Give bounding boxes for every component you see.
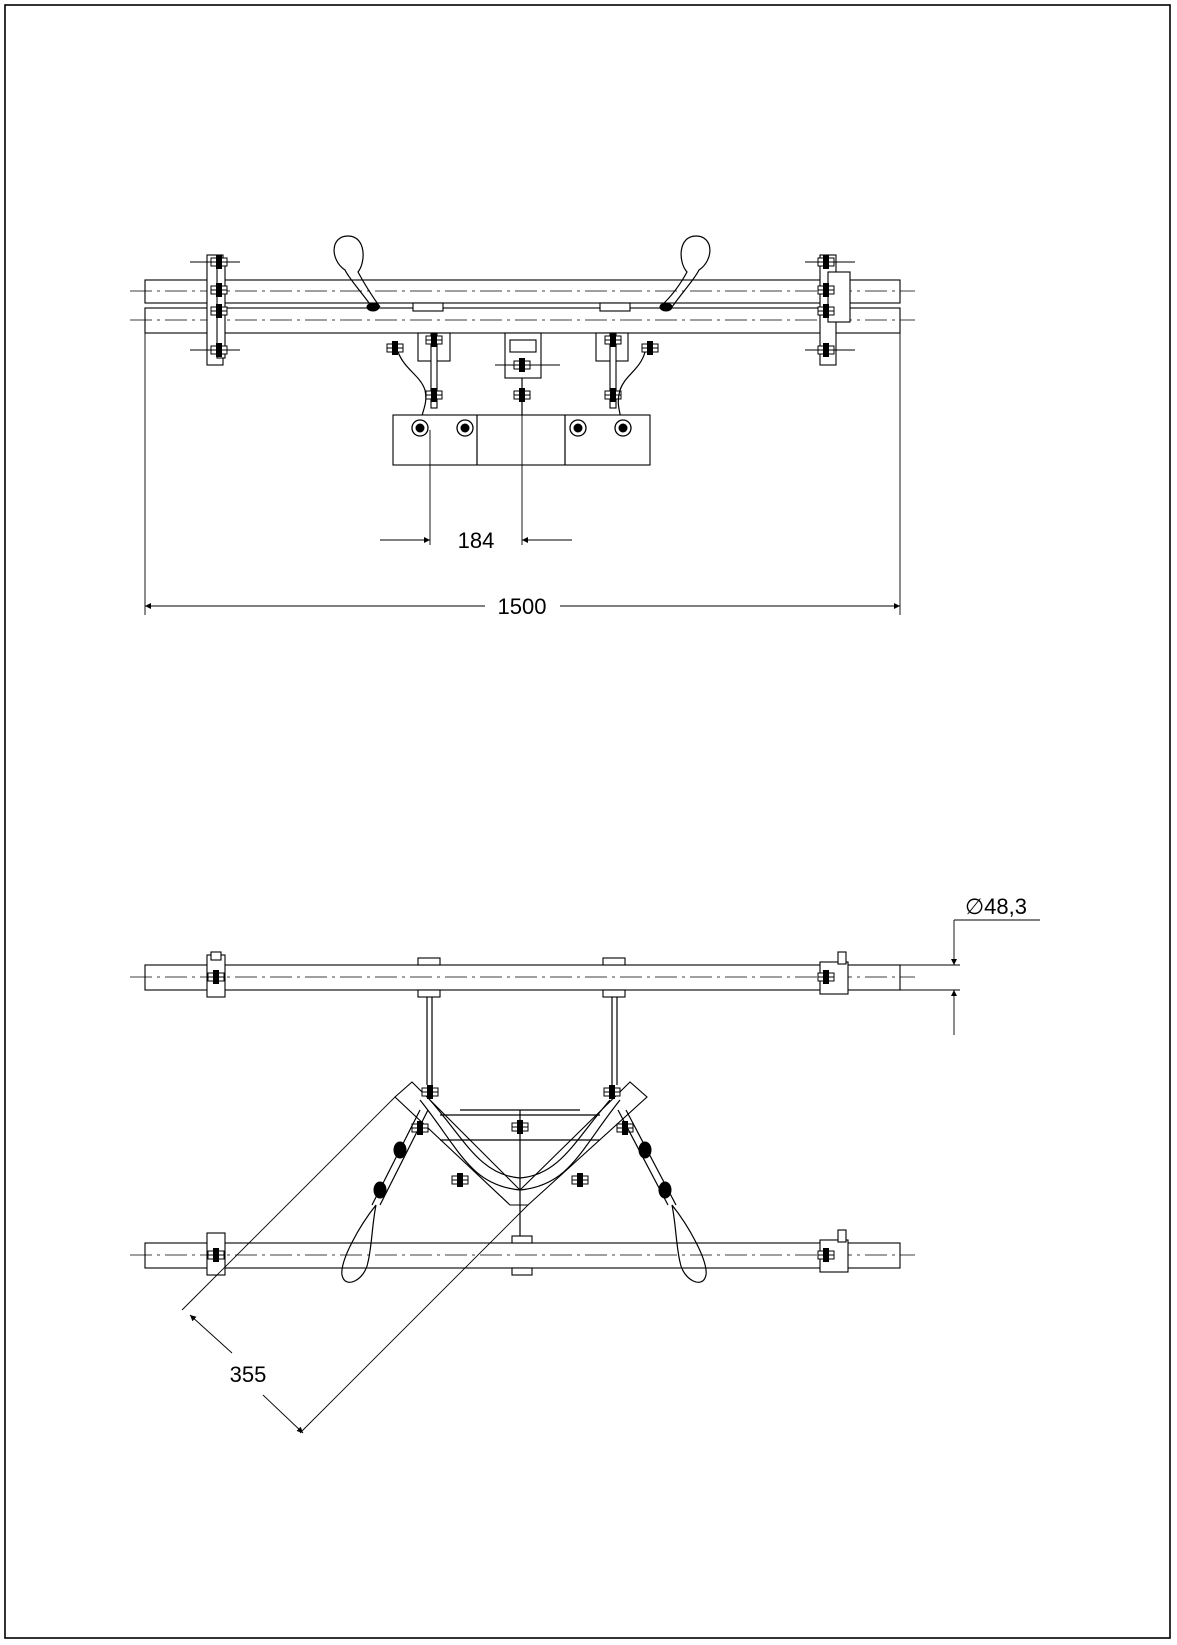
dimension-diameter: ∅48,3 — [900, 894, 1040, 1035]
front-tube-upper — [144, 964, 901, 991]
saddle-lower — [511, 1235, 533, 1244]
dimension-label-1500: 1500 — [498, 594, 547, 619]
hanger-right — [595, 302, 659, 426]
saddle-right — [602, 989, 626, 998]
center-bracket — [495, 332, 560, 415]
saddle-lower — [511, 1267, 533, 1276]
front-clamp-right-upper — [817, 951, 849, 995]
base-plate — [392, 414, 651, 466]
dimension-355: 355 — [181, 1096, 529, 1434]
left-end-clamp — [190, 254, 240, 366]
saddle-right — [602, 957, 626, 966]
top-tube-upper — [144, 279, 901, 304]
top-view: 184 1500 — [130, 235, 915, 619]
v-bracket — [394, 1081, 648, 1243]
front-clamp-left-lower — [206, 1232, 226, 1276]
cable-loop-right — [659, 235, 711, 312]
drawing-frame — [4, 4, 1171, 1639]
right-end-clamp — [805, 254, 855, 366]
saddle-left — [417, 989, 441, 998]
dimension-label-355: 355 — [230, 1362, 267, 1387]
front-tube-lower — [144, 1242, 901, 1269]
dimension-label-184: 184 — [458, 528, 495, 553]
cable-right — [617, 1109, 707, 1283]
dimension-184: 184 — [380, 415, 572, 553]
saddle-left — [417, 957, 441, 966]
hanger-left — [386, 302, 451, 426]
cable-left — [341, 1109, 429, 1283]
top-tube-lower — [144, 307, 901, 334]
dimension-1500: 1500 — [144, 310, 901, 619]
cable-loop-left — [333, 235, 381, 312]
front-view: ∅48,3 355 — [130, 894, 1040, 1434]
dimension-label-diameter: ∅48,3 — [965, 894, 1027, 919]
front-clamp-right-lower — [817, 1229, 849, 1273]
front-clamp-left-upper — [206, 951, 226, 998]
